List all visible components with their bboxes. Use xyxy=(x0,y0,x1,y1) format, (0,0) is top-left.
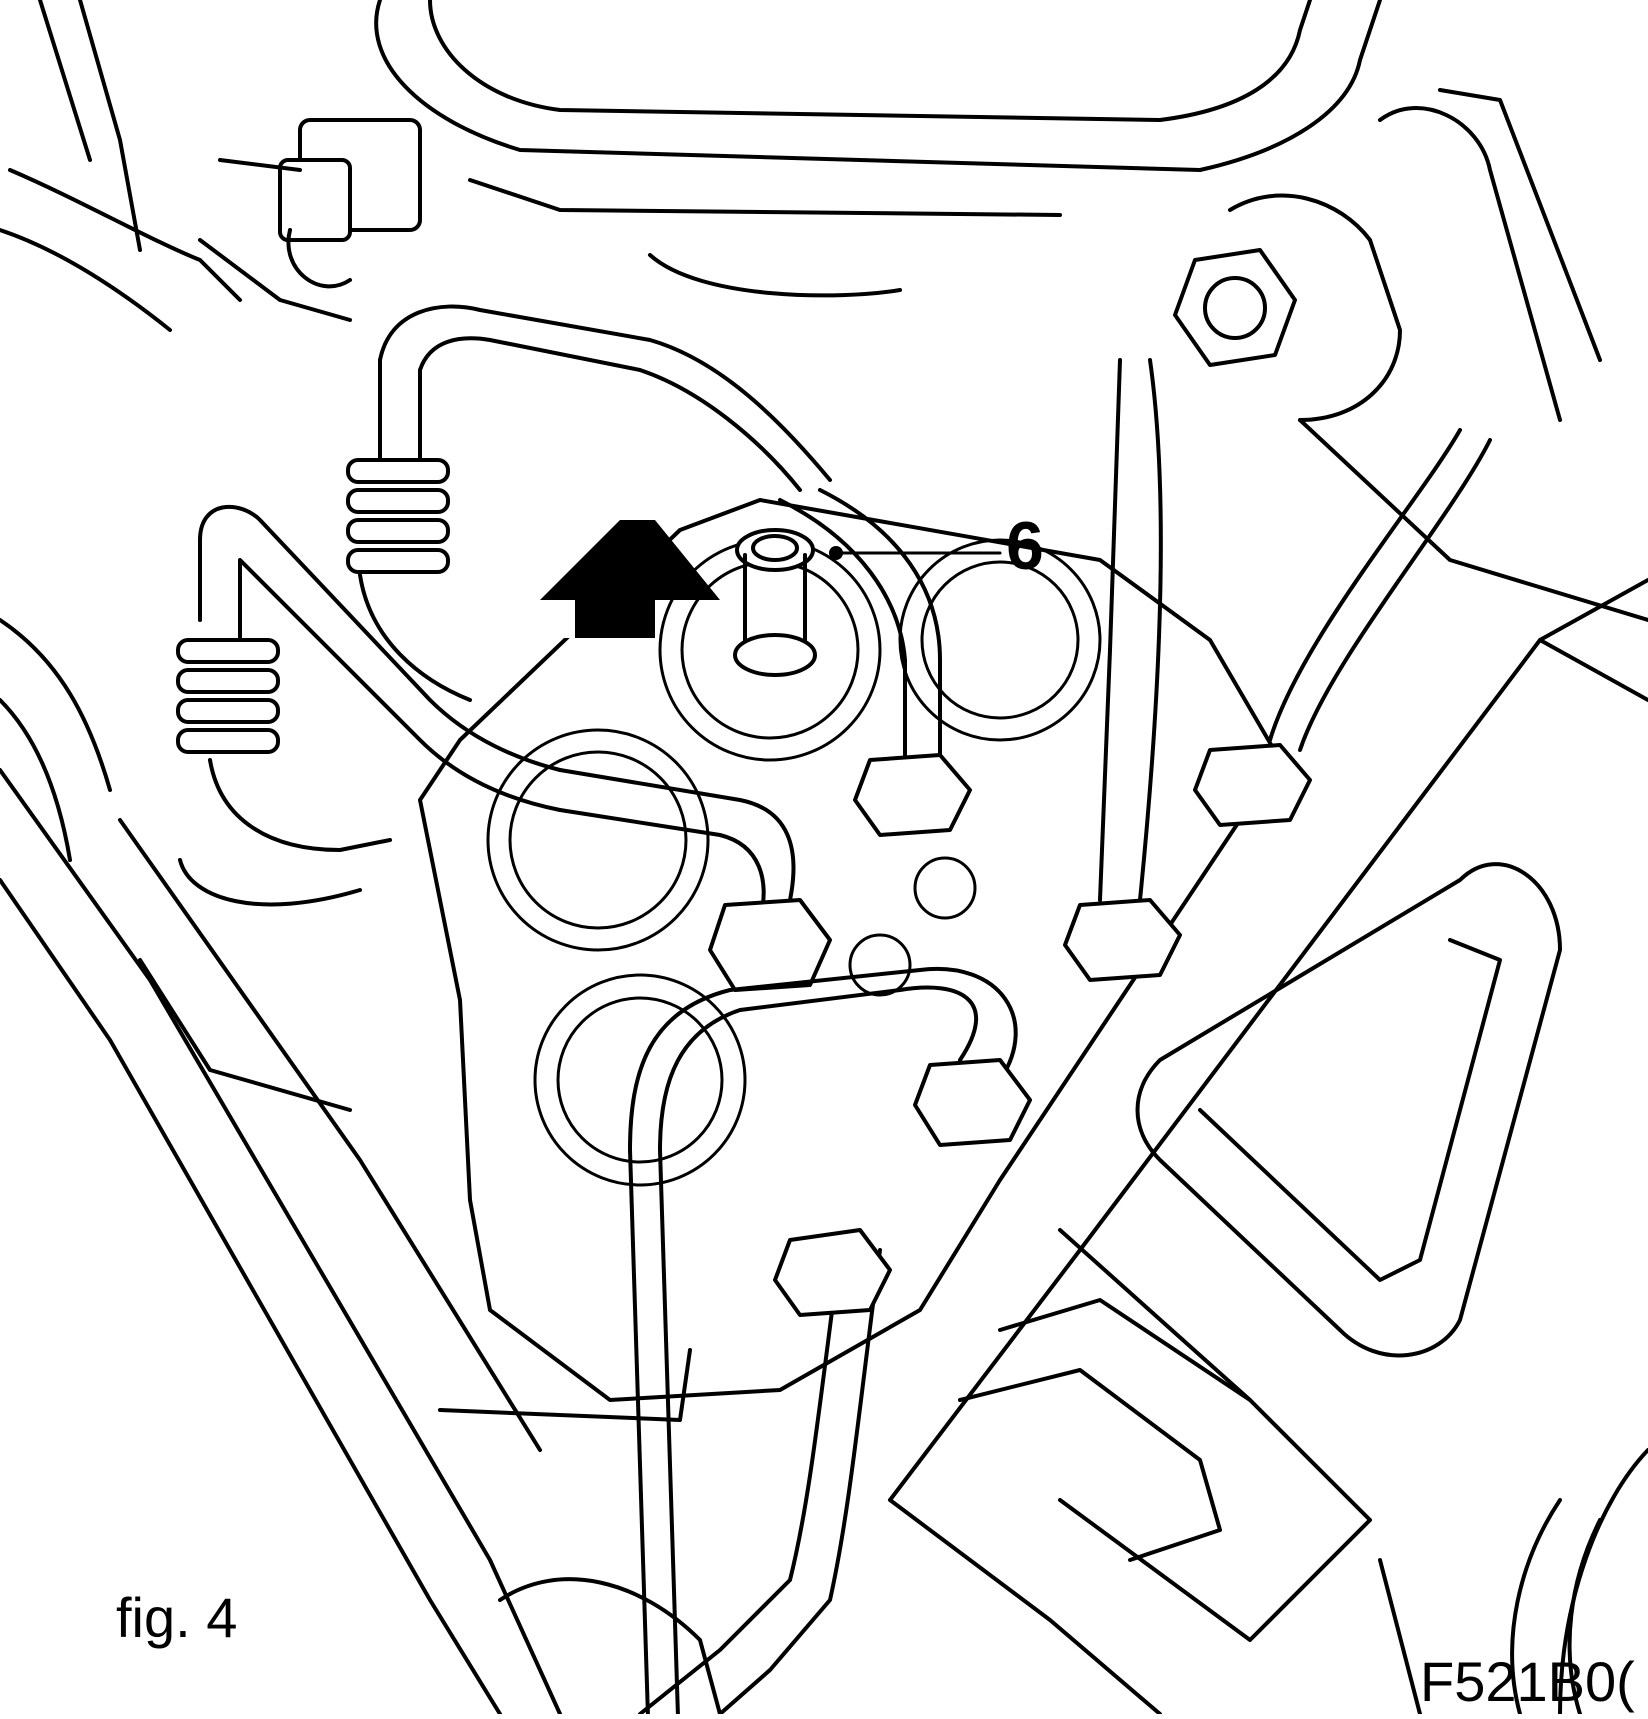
figure-label: fig. 4 xyxy=(116,1586,238,1649)
far-left-pipe xyxy=(176,505,562,907)
center-pipe xyxy=(778,358,1492,982)
chassis-rails xyxy=(0,618,722,1716)
callout-leader xyxy=(829,546,1002,560)
reference-code: F521B0( xyxy=(1420,1650,1635,1713)
arrow-up-icon xyxy=(530,520,720,638)
hydraulic-block xyxy=(418,498,1282,1402)
left-brake-pipe xyxy=(346,304,832,702)
wiring-connector xyxy=(0,0,422,332)
lower-pipes xyxy=(438,768,1032,1719)
right-bracket xyxy=(1173,88,1648,622)
callout-6-label: 6 xyxy=(1006,508,1044,584)
pipe-connection-6 xyxy=(733,528,817,677)
right-module xyxy=(888,578,1648,1716)
master-cylinder-body xyxy=(374,0,1382,298)
